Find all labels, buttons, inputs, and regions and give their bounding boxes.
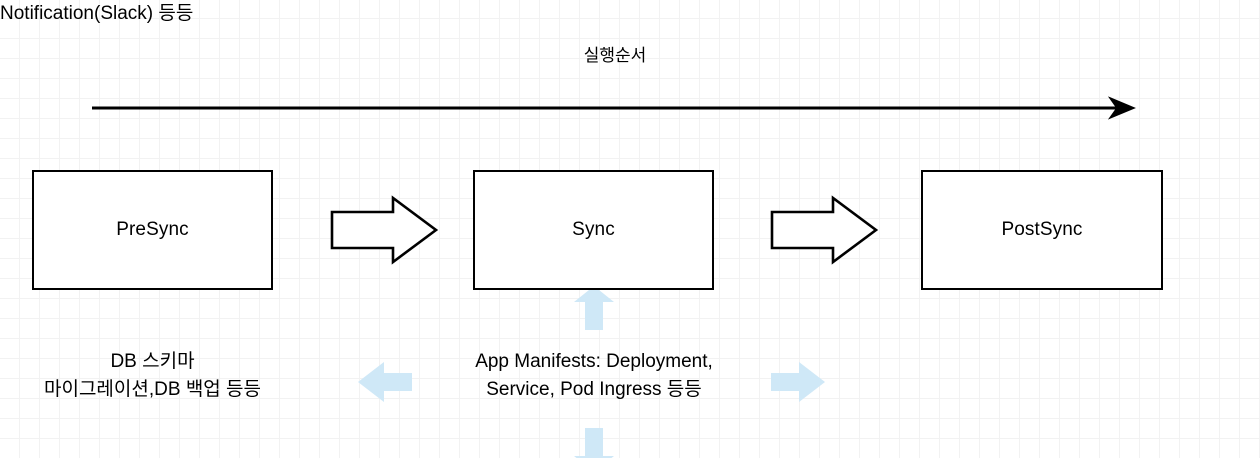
handle-left-icon[interactable]	[358, 362, 412, 402]
phase-box-presync[interactable]: PreSync	[32, 170, 273, 290]
execution-order-arrow-head	[1107, 96, 1136, 120]
phase-box-postsync-label: PostSync	[1001, 218, 1083, 240]
phase-box-postsync[interactable]: PostSync	[921, 170, 1163, 290]
connector-presync-to-sync[interactable]	[330, 195, 439, 265]
caption-presync[interactable]: DB 스키마 마이그레이션,DB 백업 등등	[43, 351, 262, 400]
caption-postsync[interactable]: Notification(Slack) 등등	[0, 3, 194, 24]
handle-down-icon[interactable]	[574, 428, 614, 458]
phase-box-sync[interactable]: Sync	[473, 170, 714, 290]
hover-direction-handles[interactable]	[358, 286, 825, 458]
handle-right-icon[interactable]	[771, 362, 825, 402]
connector-sync-to-postsync[interactable]	[770, 195, 879, 265]
handle-up-icon[interactable]	[574, 286, 614, 330]
phase-box-presync-label: PreSync	[116, 218, 189, 240]
execution-order-arrow[interactable]	[92, 96, 1136, 120]
phase-box-sync-label: Sync	[572, 218, 615, 240]
execution-order-label[interactable]: 실행순서	[583, 46, 647, 65]
caption-sync[interactable]: App Manifests: Deployment, Service, Pod …	[475, 351, 713, 400]
